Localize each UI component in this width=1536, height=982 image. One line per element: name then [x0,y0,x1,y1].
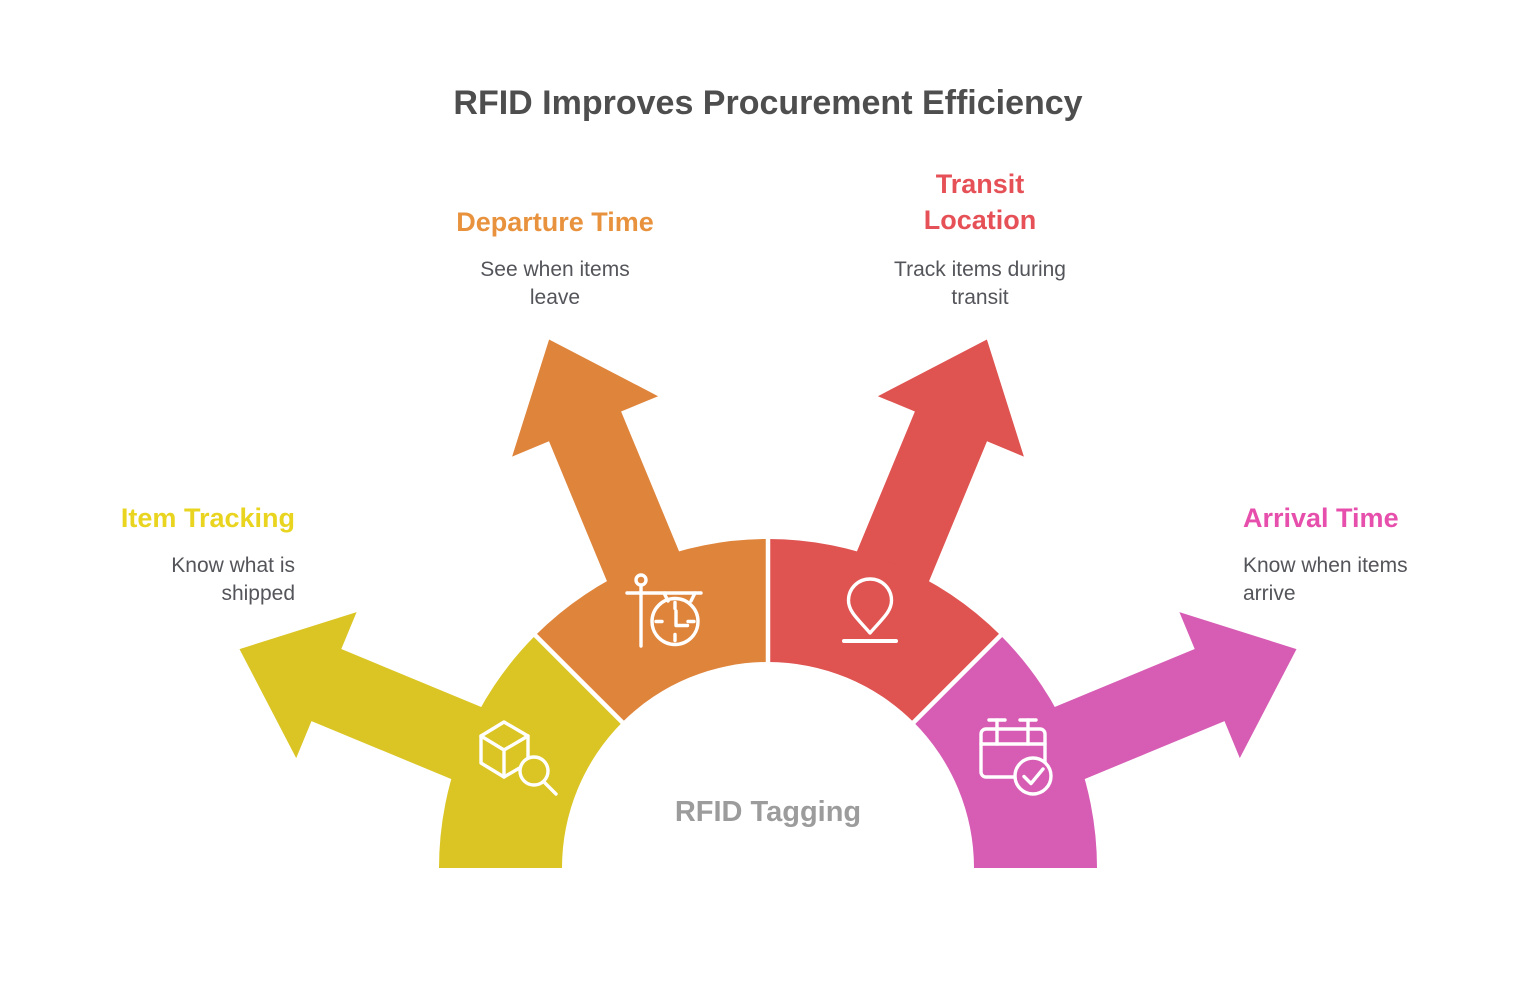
page-title: RFID Improves Procurement Efficiency [453,84,1083,122]
section-description-item-tracking: Know what is shipped [171,554,295,605]
section-description-transit-location: Track items during transit [894,258,1066,309]
box-search-icon [479,720,558,796]
section-arrival-time: Arrival Time Know when items arrive [1243,500,1513,608]
section-title-transit-location: Transit Location [923,169,1037,235]
separator-line [531,631,627,727]
section-transit-location: Transit Location Track items during tran… [820,166,1140,312]
segment-separators [531,536,1005,727]
arc-segments-and-arrows [239,339,1297,868]
station-clock-icon [625,573,703,648]
center-label: RFID Tagging [674,796,862,828]
section-title-item-tracking: Item Tracking [120,503,295,533]
segment-item-tracking [439,635,623,868]
calendar-check-icon [979,718,1053,796]
section-description-arrival-time: Know when items arrive [1243,554,1408,605]
section-title-departure-time: Departure Time [456,207,654,237]
section-description-departure-time: See when items leave [480,258,630,309]
segment-transit-location [768,539,1001,723]
separator-line [909,631,1005,727]
segment-departure-time [535,539,768,723]
segment-arrival-time [913,635,1097,868]
section-title-arrival-time: Arrival Time [1243,503,1399,533]
section-item-tracking: Item Tracking Know what is shipped [35,500,295,608]
section-departure-time: Departure Time See when items leave [395,204,715,312]
location-pin-icon [842,577,898,643]
